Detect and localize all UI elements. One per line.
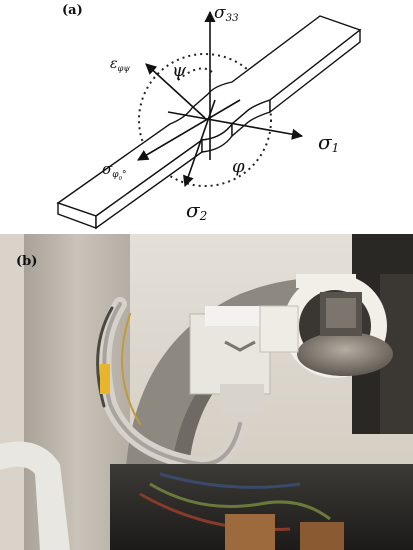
sigma2-axis [183,99,216,188]
psi-label: ψ [172,60,187,81]
sigma33-label: σ33 [214,3,239,24]
rotation-circle [138,53,272,187]
sample-stage [297,332,393,376]
sigma-phi0-label: σφ0° [102,160,127,182]
phi-label: φ [232,156,245,177]
cable-tag [100,364,110,394]
panel-a-label: (a) [62,3,83,18]
x-ray-tube [189,305,299,414]
tensile-specimen-diagram [56,10,362,230]
sigma1-label: σ1 [318,130,340,155]
sigma-phi0-axis [137,99,241,161]
cable-bundle [96,297,247,472]
specimen-bar [56,15,362,230]
epsilon-axis [145,63,206,119]
sigma2-label: σ2 [186,198,208,223]
epsilon-label: εφψ [110,56,130,73]
pipe [0,441,70,550]
panel-b-label: (b) [16,254,38,269]
panel-b-photo: (b) [0,234,413,550]
panel-a-schematic: (a) σ33 εφψ ψ σ1 σφ0° φ σ2 [0,0,413,232]
diffractometer-photo [0,234,413,550]
sigma1-axis [167,111,304,140]
